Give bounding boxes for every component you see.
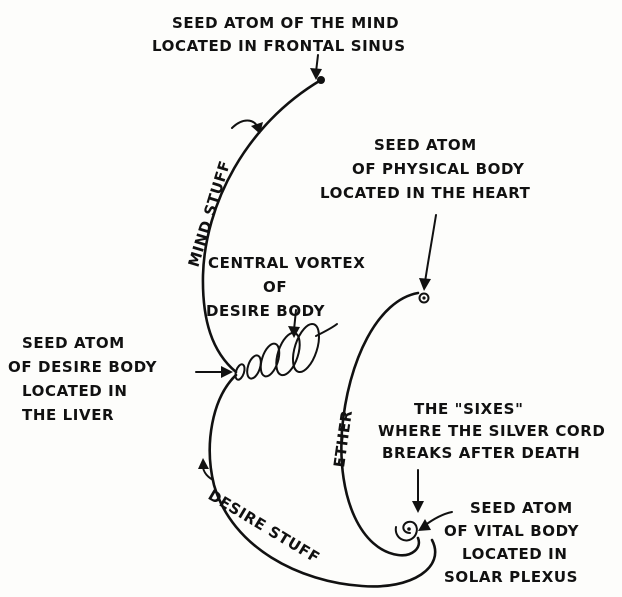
desire-seed-label-line-1: SEED ATOM xyxy=(22,334,125,352)
vortex-label-line-1: CENTRAL VORTEX xyxy=(208,254,365,272)
vital-seed-label: SEED ATOM OF VITAL BODY LOCATED IN SOLAR… xyxy=(444,499,580,586)
physical-seed-label-line-1: SEED ATOM xyxy=(374,136,477,154)
vital-seed-label-line-3: LOCATED IN xyxy=(462,545,568,563)
central-vortex-coils xyxy=(234,321,337,381)
sixes-label: THE "SIXES" WHERE THE SILVER CORD BREAKS… xyxy=(378,400,606,462)
mind-stuff-label: MIND STUFF xyxy=(185,158,235,269)
physical-seed-spiral xyxy=(420,294,429,303)
mind-stuff-arrow xyxy=(232,121,263,135)
physical-seed-arrow xyxy=(419,215,436,291)
desire-seed-arrow xyxy=(196,366,233,378)
vital-seed-label-line-1: SEED ATOM xyxy=(470,499,573,517)
physical-seed-label-line-3: LOCATED IN THE HEART xyxy=(320,184,531,202)
sixes-label-line-2: WHERE THE SILVER CORD xyxy=(378,422,606,440)
vital-seed-label-line-2: OF VITAL BODY xyxy=(444,522,580,540)
sixes-label-line-3: BREAKS AFTER DEATH xyxy=(382,444,580,462)
mind-seed-label-line-2: LOCATED IN FRONTAL SINUS xyxy=(152,37,406,55)
sixes-label-line-1: THE "SIXES" xyxy=(414,400,523,418)
mind-seed-label: SEED ATOM OF THE MIND LOCATED IN FRONTAL… xyxy=(152,14,406,55)
physical-seed-label: SEED ATOM OF PHYSICAL BODY LOCATED IN TH… xyxy=(320,136,531,202)
desire-seed-label-line-4: THE LIVER xyxy=(22,406,114,424)
mind-seed-dot xyxy=(317,76,325,84)
sixes-arrow xyxy=(412,470,424,513)
desire-seed-label-line-3: LOCATED IN xyxy=(22,382,128,400)
physical-seed-label-line-2: OF PHYSICAL BODY xyxy=(352,160,525,178)
desire-stuff-label: DESIRE STUFF xyxy=(205,486,323,567)
vital-seed-spiral xyxy=(396,522,417,541)
mind-seed-label-line-1: SEED ATOM OF THE MIND xyxy=(172,14,399,32)
desire-seed-label-line-2: OF DESIRE BODY xyxy=(8,358,158,376)
vortex-label: CENTRAL VORTEX OF DESIRE BODY xyxy=(206,254,365,320)
vortex-label-line-3: DESIRE BODY xyxy=(206,302,326,320)
vital-seed-label-line-4: SOLAR PLEXUS xyxy=(444,568,578,586)
vortex-label-line-2: OF xyxy=(263,278,287,296)
desire-seed-label: SEED ATOM OF DESIRE BODY LOCATED IN THE … xyxy=(8,334,158,424)
